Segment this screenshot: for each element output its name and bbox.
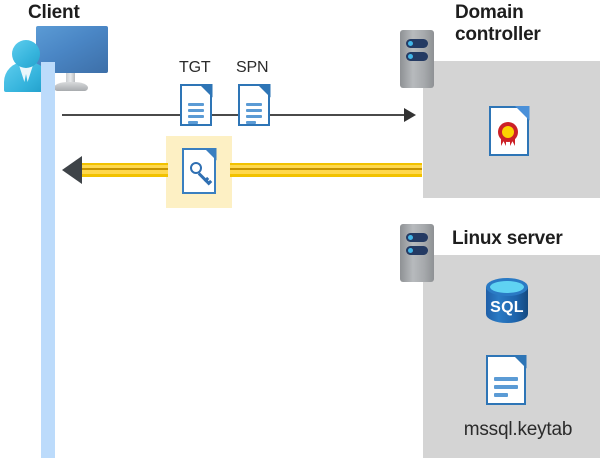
key-icon: [190, 162, 212, 186]
key-document-icon: [182, 147, 217, 194]
domain-controller-title: Domain controller: [455, 2, 541, 46]
cylinder-top: [486, 278, 528, 296]
domain-controller-server-icon: [400, 30, 434, 88]
sql-database-icon: SQL: [486, 278, 528, 330]
monitor-neck-icon: [66, 73, 75, 83]
document-fold-icon: [514, 105, 530, 121]
document-lines-icon: [188, 103, 204, 127]
response-arrow-line-right: [230, 163, 422, 177]
ribbon-seal-icon: [498, 122, 518, 142]
document-fold-icon: [256, 83, 271, 98]
certificate-icon: [489, 105, 530, 156]
user-head-icon: [12, 40, 40, 68]
document-lines-icon: [246, 103, 262, 127]
tgt-label: TGT: [179, 59, 211, 76]
spn-document-icon: [238, 83, 271, 127]
tgt-document-icon: [180, 83, 213, 127]
document-fold-icon: [512, 354, 527, 369]
spn-label: SPN: [236, 59, 269, 76]
linux-server-icon: [400, 224, 434, 282]
response-arrow-head: [62, 156, 82, 184]
response-arrow-line-left: [76, 163, 168, 177]
client-lifeline: [41, 62, 55, 458]
keytab-filename-label: mssql.keytab: [463, 419, 573, 440]
monitor-base-icon: [54, 82, 88, 91]
request-arrow-line: [62, 114, 407, 116]
client-title: Client: [28, 2, 80, 23]
document-lines-icon: [494, 377, 518, 401]
user-computer-icon: [4, 26, 109, 92]
request-arrow-head: [404, 108, 416, 122]
keytab-document-icon: [486, 354, 527, 405]
document-fold-icon: [203, 147, 217, 161]
document-fold-icon: [198, 83, 213, 98]
linux-server-title: Linux server: [452, 228, 563, 249]
sql-label: SQL: [490, 299, 524, 316]
